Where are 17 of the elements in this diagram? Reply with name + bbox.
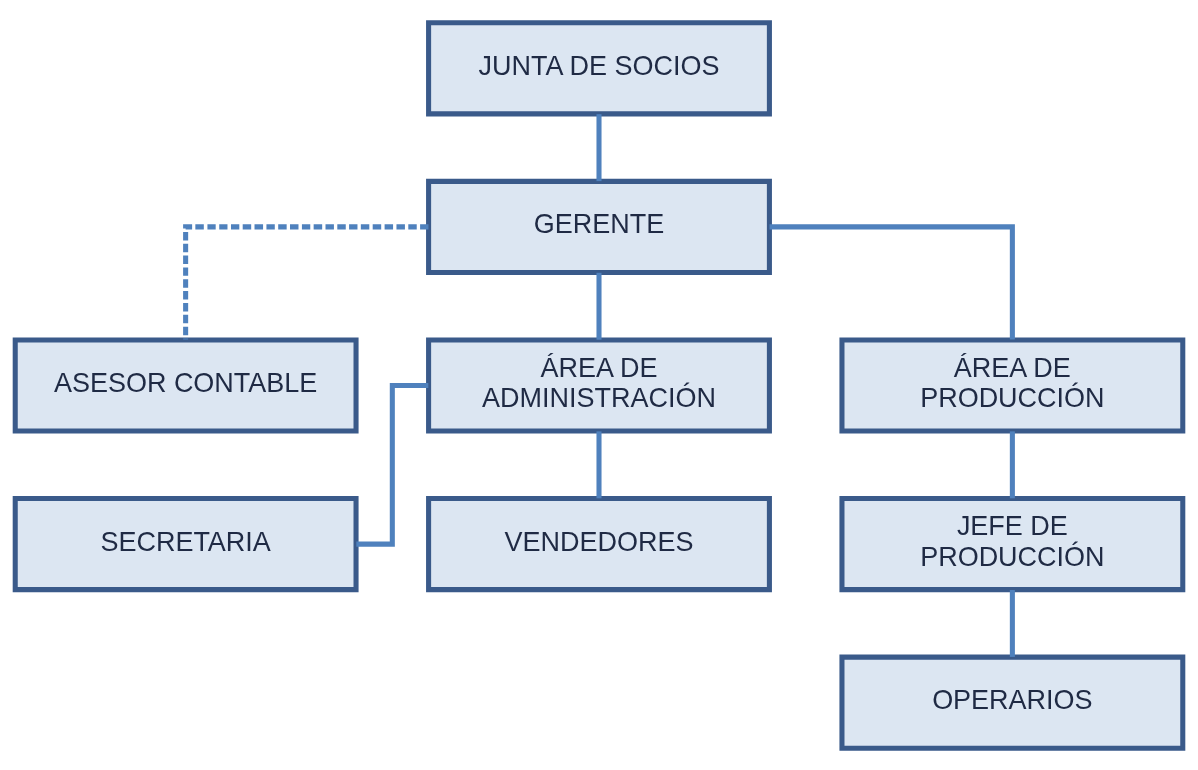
node-box: VENDEDORES [426, 495, 772, 592]
node-box: ÁREA DE ADMINISTRACIÓN [426, 336, 772, 434]
node-box: OPERARIOS [839, 654, 1186, 751]
node-box: JUNTA DE SOCIOS [426, 19, 772, 116]
connector [596, 113, 602, 181]
connector [1009, 589, 1015, 657]
connector [596, 430, 602, 498]
node-box: ASESOR CONTABLE [12, 336, 359, 434]
node-box: GERENTE [426, 178, 772, 275]
connector [183, 223, 429, 340]
node-box: ÁREA DE PRODUCCIÓN [839, 336, 1186, 434]
connector [1009, 430, 1015, 498]
connector [356, 382, 429, 547]
connector [596, 272, 602, 340]
node-box: SECRETARIA [12, 495, 359, 592]
connector [769, 223, 1015, 340]
node-box: JEFE DE PRODUCCIÓN [839, 495, 1186, 592]
